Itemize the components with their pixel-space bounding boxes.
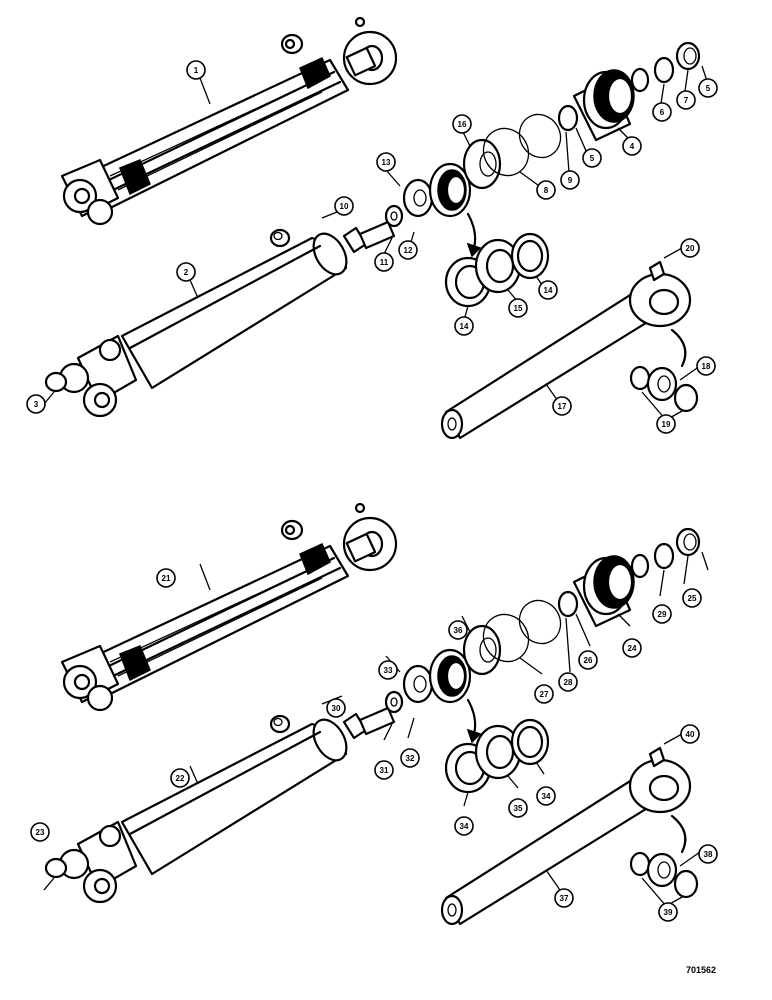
- callout-1: 1: [186, 60, 206, 80]
- callout-24: 24: [622, 638, 642, 658]
- callout-5b: 5: [698, 78, 718, 98]
- svg-text:28: 28: [564, 678, 573, 687]
- svg-text:2: 2: [184, 268, 189, 277]
- svg-text:34: 34: [460, 822, 469, 831]
- svg-text:35: 35: [514, 804, 523, 813]
- callout-12: 12: [398, 240, 418, 260]
- callout-6: 6: [652, 102, 672, 122]
- callout-7: 7: [676, 90, 696, 110]
- svg-text:30: 30: [332, 704, 341, 713]
- lower-cylinder-assembly: [42, 502, 710, 926]
- callout-5: 5: [582, 148, 602, 168]
- svg-text:33: 33: [384, 666, 393, 675]
- svg-text:23: 23: [36, 828, 45, 837]
- svg-text:8: 8: [544, 186, 549, 195]
- svg-text:39: 39: [664, 908, 673, 917]
- svg-text:9: 9: [568, 176, 573, 185]
- callout-18: 18: [696, 356, 716, 376]
- svg-text:31: 31: [380, 766, 389, 775]
- svg-text:17: 17: [558, 402, 567, 411]
- svg-text:26: 26: [584, 656, 593, 665]
- callout-40: 40: [680, 724, 700, 744]
- svg-text:11: 11: [380, 258, 389, 267]
- callout-23: 23: [30, 822, 50, 842]
- callout-14: 14: [454, 316, 474, 336]
- callout-10: 10: [334, 196, 354, 216]
- callout-34: 34: [454, 816, 474, 836]
- callout-11: 11: [374, 252, 394, 272]
- callout-29: 29: [652, 604, 672, 624]
- callout-9: 9: [560, 170, 580, 190]
- svg-text:20: 20: [686, 244, 695, 253]
- svg-text:13: 13: [382, 158, 391, 167]
- callout-39: 39: [658, 902, 678, 922]
- callout-17: 17: [552, 396, 572, 416]
- svg-text:22: 22: [176, 774, 185, 783]
- svg-text:18: 18: [702, 362, 711, 371]
- callout-8: 8: [536, 180, 556, 200]
- svg-text:27: 27: [540, 690, 549, 699]
- callout-19: 19: [656, 414, 676, 434]
- svg-text:5: 5: [590, 154, 595, 163]
- svg-text:40: 40: [686, 730, 695, 739]
- svg-text:15: 15: [514, 304, 523, 313]
- svg-text:3: 3: [34, 400, 39, 409]
- svg-text:24: 24: [628, 644, 637, 653]
- callout-20: 20: [680, 238, 700, 258]
- svg-text:4: 4: [630, 142, 635, 151]
- svg-text:38: 38: [704, 850, 713, 859]
- callout-31: 31: [374, 760, 394, 780]
- svg-text:14: 14: [544, 286, 553, 295]
- svg-text:16: 16: [458, 120, 467, 129]
- svg-text:14: 14: [460, 322, 469, 331]
- svg-text:6: 6: [660, 108, 665, 117]
- svg-text:1: 1: [194, 66, 199, 75]
- svg-text:10: 10: [340, 202, 349, 211]
- svg-text:12: 12: [404, 246, 413, 255]
- callout-15: 15: [508, 298, 528, 318]
- callout-30: 30: [326, 698, 346, 718]
- svg-text:5: 5: [706, 84, 711, 93]
- callout-16: 16: [452, 114, 472, 134]
- callout-25: 25: [682, 588, 702, 608]
- callout-32: 32: [400, 748, 420, 768]
- callout-37: 37: [554, 888, 574, 908]
- callout-22: 22: [170, 768, 190, 788]
- upper-cylinder-assembly: [42, 16, 710, 440]
- callout-27: 27: [534, 684, 554, 704]
- callout-21: 21: [156, 568, 176, 588]
- callout-14b: 14: [538, 280, 558, 300]
- svg-text:36: 36: [454, 626, 463, 635]
- callout-35: 35: [508, 798, 528, 818]
- callout-34b: 34: [536, 786, 556, 806]
- drawing-code: 701562: [686, 965, 716, 975]
- svg-text:34: 34: [542, 792, 551, 801]
- svg-text:29: 29: [658, 610, 667, 619]
- callout-13: 13: [376, 152, 396, 172]
- callout-2: 2: [176, 262, 196, 282]
- svg-text:32: 32: [406, 754, 415, 763]
- callout-3: 3: [26, 394, 46, 414]
- svg-text:37: 37: [560, 894, 569, 903]
- svg-text:25: 25: [688, 594, 697, 603]
- callout-33: 33: [378, 660, 398, 680]
- svg-text:7: 7: [684, 96, 689, 105]
- svg-text:19: 19: [662, 420, 671, 429]
- callout-4: 4: [622, 136, 642, 156]
- callout-26: 26: [578, 650, 598, 670]
- callout-38: 38: [698, 844, 718, 864]
- callout-28: 28: [558, 672, 578, 692]
- callout-36: 36: [448, 620, 468, 640]
- svg-text:21: 21: [162, 574, 171, 583]
